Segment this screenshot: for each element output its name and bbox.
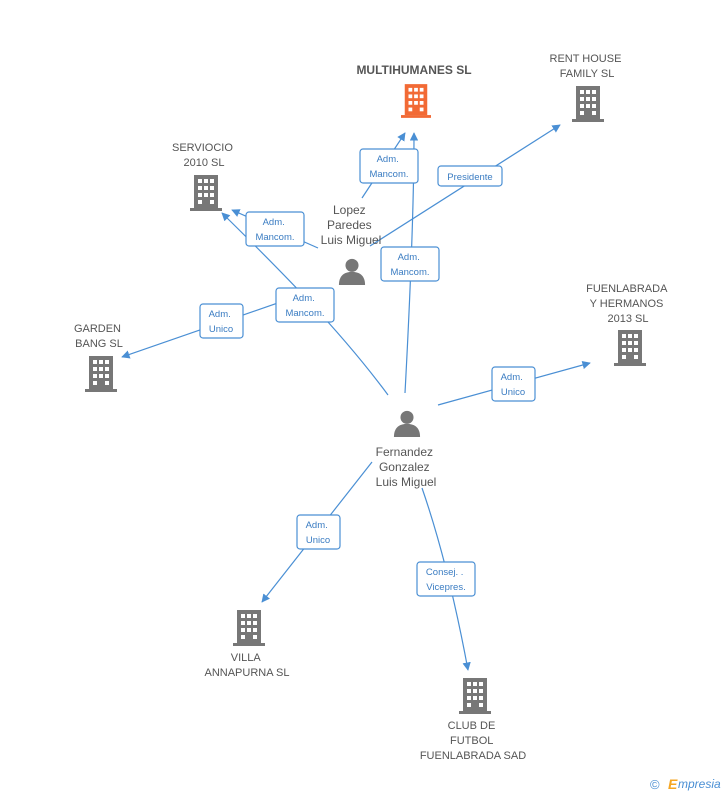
company-label: VILLA ANNAPURNA SL xyxy=(205,652,290,679)
building-icon xyxy=(190,175,222,211)
company-club-futbol[interactable]: CLUB DE FUTBOL FUENLABRADA SAD xyxy=(420,678,526,762)
person-icon xyxy=(338,258,366,285)
building-icon xyxy=(614,330,646,366)
relation-fernandez-villa[interactable]: Adm. Unico xyxy=(296,514,341,550)
relation-label: Consej. . Vicepres. xyxy=(426,567,466,593)
relation-lopez-serviocio[interactable]: Adm. Mancom. xyxy=(245,211,305,247)
person-fernandez[interactable]: Fernandez Gonzalez Luis Miguel xyxy=(376,410,437,489)
company-label: RENT HOUSE FAMILY SL xyxy=(550,53,625,80)
relation-lopez-multihumanes[interactable]: Adm. Mancom. xyxy=(359,148,419,184)
brand-initial: E xyxy=(668,776,678,792)
footer-brand: © E mpresia xyxy=(650,776,721,792)
relation-label: Adm. Mancom. xyxy=(285,293,324,319)
relation-label: Adm. Mancom. xyxy=(255,217,294,243)
relation-label: Adm. Unico xyxy=(306,520,331,546)
person-label: Lopez Paredes Luis Miguel xyxy=(321,203,382,247)
company-fuenlabrada-hermanos[interactable]: FUENLABRADA Y HERMANOS 2013 SL xyxy=(586,283,670,366)
copyright-icon: © xyxy=(650,777,660,792)
company-label: GARDEN BANG SL xyxy=(74,323,124,350)
relation-label: Adm. Mancom. xyxy=(390,252,429,278)
building-icon xyxy=(459,678,491,714)
building-icon xyxy=(401,84,431,118)
relation-fernandez-fuenlabrada-hermanos[interactable]: Adm. Unico xyxy=(491,366,536,402)
company-villa-annapurna[interactable]: VILLA ANNAPURNA SL xyxy=(205,610,290,679)
relation-fernandez-garden[interactable]: Adm. Unico xyxy=(199,303,244,339)
building-icon xyxy=(572,86,604,122)
building-icon xyxy=(233,610,265,646)
company-serviocio[interactable]: SERVIOCIO 2010 SL xyxy=(172,142,236,211)
company-label: MULTIHUMANES SL xyxy=(356,63,471,77)
company-label: SERVIOCIO 2010 SL xyxy=(172,142,236,169)
company-label: CLUB DE FUTBOL FUENLABRADA SAD xyxy=(420,720,526,762)
company-label: FUENLABRADA Y HERMANOS 2013 SL xyxy=(586,283,670,325)
brand-name: mpresia xyxy=(678,777,721,791)
relation-label: Adm. Unico xyxy=(501,372,526,398)
relation-label: Presidente xyxy=(447,172,492,183)
company-multihumanes[interactable]: MULTIHUMANES SL xyxy=(356,63,472,118)
relation-fernandez-multihumanes[interactable]: Adm. Mancom. xyxy=(380,246,440,282)
relation-fernandez-serviocio[interactable]: Adm. Mancom. xyxy=(275,287,335,323)
relation-lopez-rent-house[interactable]: Presidente xyxy=(437,165,503,187)
relation-label: Adm. Mancom. xyxy=(369,154,408,180)
person-label: Fernandez Gonzalez Luis Miguel xyxy=(376,445,437,489)
building-icon xyxy=(85,356,117,392)
relation-fernandez-club[interactable]: Consej. . Vicepres. xyxy=(416,561,476,597)
company-rent-house[interactable]: RENT HOUSE FAMILY SL xyxy=(550,53,625,122)
relation-label: Adm. Unico xyxy=(209,309,234,335)
company-garden-bang[interactable]: GARDEN BANG SL xyxy=(74,323,124,392)
person-icon xyxy=(393,410,421,437)
person-lopez[interactable]: Lopez Paredes Luis Miguel xyxy=(321,203,382,285)
